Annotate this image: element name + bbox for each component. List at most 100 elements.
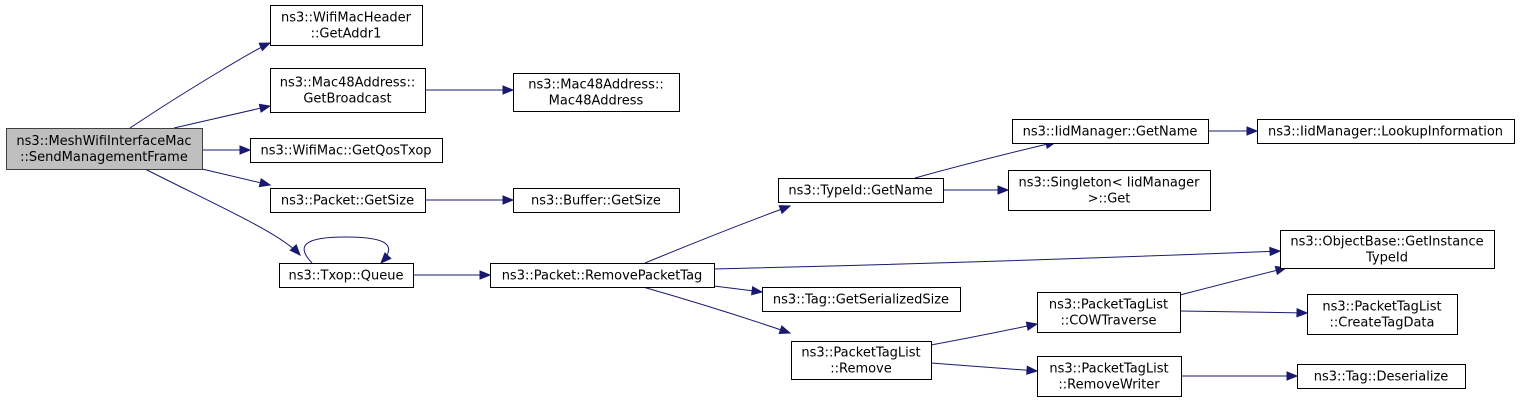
node-createtagdata[interactable]: ns3::PacketTagList::CreateTagData: [1307, 294, 1458, 335]
edge-getbroadcast-to-mac48address: [425, 85, 515, 95]
arrowhead: [380, 252, 392, 264]
node-label-line: >::Get: [1088, 192, 1131, 207]
node-label-line: ns3::PacketTagList: [801, 346, 920, 361]
arrowhead: [258, 42, 272, 52]
edge-cowtraverse-to-getinstancetypeid: [1179, 265, 1288, 296]
node-box: [778, 178, 944, 203]
node-box: [1280, 230, 1495, 269]
arrowhead: [1269, 246, 1282, 257]
arrowhead: [1246, 126, 1259, 136]
edge-line: [930, 362, 1038, 372]
node-label-line: ns3::Txop::Queue: [289, 269, 404, 284]
node-iidgetname[interactable]: ns3::IidManager::GetName: [1012, 119, 1209, 144]
edge-ptlremove-to-removewriter: [930, 362, 1039, 375]
edge-removepackettag-to-getinstancetypeid: [713, 246, 1282, 270]
edge-line: [303, 236, 390, 264]
edge-ptlremove-to-cowtraverse: [930, 321, 1039, 346]
node-label-line: ns3::Mac48Address::: [528, 78, 663, 93]
node-box: [279, 263, 414, 288]
arrowhead: [1025, 321, 1039, 331]
node-label-line: GetBroadcast: [303, 92, 391, 107]
node-cowtraverse[interactable]: ns3::PacketTagList::COWTraverse: [1037, 292, 1181, 333]
edge-root-to-getaddr1: [129, 42, 272, 129]
node-tagdeserialize[interactable]: ns3::Tag::Deserialize: [1297, 364, 1466, 389]
edge-line: [1179, 310, 1308, 314]
node-singletonget[interactable]: ns3::Singleton< IidManager >::Get: [1008, 170, 1211, 211]
edge-line: [642, 286, 791, 334]
edge-line: [930, 323, 1038, 346]
edge-line: [144, 168, 301, 256]
node-label-line: ns3::PacketTagList: [1049, 298, 1168, 313]
edge-line: [914, 141, 1057, 179]
arrowhead: [239, 145, 252, 155]
node-label-line: ns3::Singleton< IidManager: [1018, 176, 1200, 191]
node-label-line: ::CreateTagData: [1329, 316, 1434, 331]
arrowhead: [1286, 371, 1299, 381]
node-box: [270, 68, 426, 113]
edge-line: [129, 42, 271, 129]
node-label-line: ns3::Mac48Address::: [280, 76, 415, 91]
node-label-line: ns3::MeshWifiInterfaceMac: [16, 134, 191, 149]
arrowhead: [778, 205, 792, 215]
node-label-line: ::Remove: [830, 362, 892, 377]
node-label-line: ::SendManagementFrame: [20, 150, 188, 165]
node-box: [762, 287, 961, 312]
node-label-line: ns3::Tag::GetSerializedSize: [773, 293, 949, 308]
node-box: [1012, 119, 1209, 144]
edge-iidgetname-to-lookupinfo: [1207, 126, 1259, 136]
arrowhead: [778, 325, 792, 335]
node-getqostxop[interactable]: ns3::WifiMac::GetQosTxop: [250, 138, 443, 163]
edge-layer: [129, 42, 1309, 381]
node-label-line: ns3::PacketTagList: [1322, 300, 1441, 315]
node-lookupinfo[interactable]: ns3::IidManager::LookupInformation: [1257, 119, 1515, 144]
node-box: [250, 138, 443, 163]
node-root[interactable]: ns3::MeshWifiInterfaceMac::SendManagemen…: [6, 128, 203, 170]
edge-line: [713, 250, 1281, 270]
node-getbroadcast[interactable]: ns3::Mac48Address::GetBroadcast: [270, 68, 426, 113]
node-getserializedsize[interactable]: ns3::Tag::GetSerializedSize: [762, 287, 961, 312]
edge-txopqueue-to-txopqueue: [303, 236, 392, 264]
node-box: [791, 341, 932, 380]
node-buffergetsize[interactable]: ns3::Buffer::GetSize: [513, 188, 680, 213]
edge-removepackettag-to-typeidgetname: [644, 205, 792, 264]
node-label-line: ns3::TypeId::GetName: [788, 184, 932, 199]
edge-cowtraverse-to-createtagdata: [1179, 308, 1309, 318]
edge-root-to-packetgetsize: [201, 168, 272, 188]
node-label-line: ns3::Buffer::GetSize: [531, 194, 661, 209]
node-label-line: ns3::PacketTagList: [1049, 362, 1168, 377]
node-box: [490, 263, 715, 288]
edge-root-to-getbroadcast: [173, 103, 272, 129]
arrowhead: [502, 85, 515, 95]
edge-removepackettag-to-getserializedsize: [713, 285, 764, 296]
arrowhead: [258, 103, 272, 113]
edge-line: [644, 205, 791, 264]
edge-typeidgetname-to-singletonget: [943, 185, 1010, 195]
node-label-line: ns3::Packet::GetSize: [281, 194, 414, 209]
edge-removewriter-to-tagdeserialize: [1181, 371, 1299, 381]
node-label-line: ns3::IidManager::LookupInformation: [1268, 125, 1503, 140]
node-mac48address[interactable]: ns3::Mac48Address::Mac48Address: [513, 73, 680, 112]
node-layer: ns3::MeshWifiInterfaceMac::SendManagemen…: [6, 5, 1515, 397]
node-getaddr1[interactable]: ns3::WifiMacHeader::GetAddr1: [270, 5, 423, 46]
node-txopqueue[interactable]: ns3::Txop::Queue: [279, 263, 414, 288]
node-packetgetsize[interactable]: ns3::Packet::GetSize: [270, 188, 426, 213]
arrowhead: [289, 244, 301, 256]
node-ptlremove[interactable]: ns3::PacketTagList::Remove: [791, 341, 932, 380]
node-box: [1307, 294, 1458, 335]
node-label-line: ::COWTraverse: [1060, 314, 1156, 329]
node-removewriter[interactable]: ns3::PacketTagList::RemoveWriter: [1037, 356, 1182, 397]
node-box: [513, 73, 680, 112]
node-label-line: ns3::WifiMac::GetQosTxop: [260, 144, 431, 159]
arrowhead: [1026, 365, 1039, 375]
arrowhead: [997, 185, 1010, 195]
edge-root-to-txopqueue: [144, 168, 301, 256]
node-label-line: ns3::Packet::RemovePacketTag: [502, 269, 703, 284]
node-box: [1257, 119, 1515, 144]
edge-line: [1179, 267, 1287, 296]
node-typeidgetname[interactable]: ns3::TypeId::GetName: [778, 178, 944, 203]
node-label-line: ::RemoveWriter: [1058, 378, 1160, 393]
edge-txopqueue-to-removepackettag: [413, 270, 492, 280]
node-removepackettag[interactable]: ns3::Packet::RemovePacketTag: [490, 263, 715, 288]
node-box: [1037, 356, 1182, 397]
